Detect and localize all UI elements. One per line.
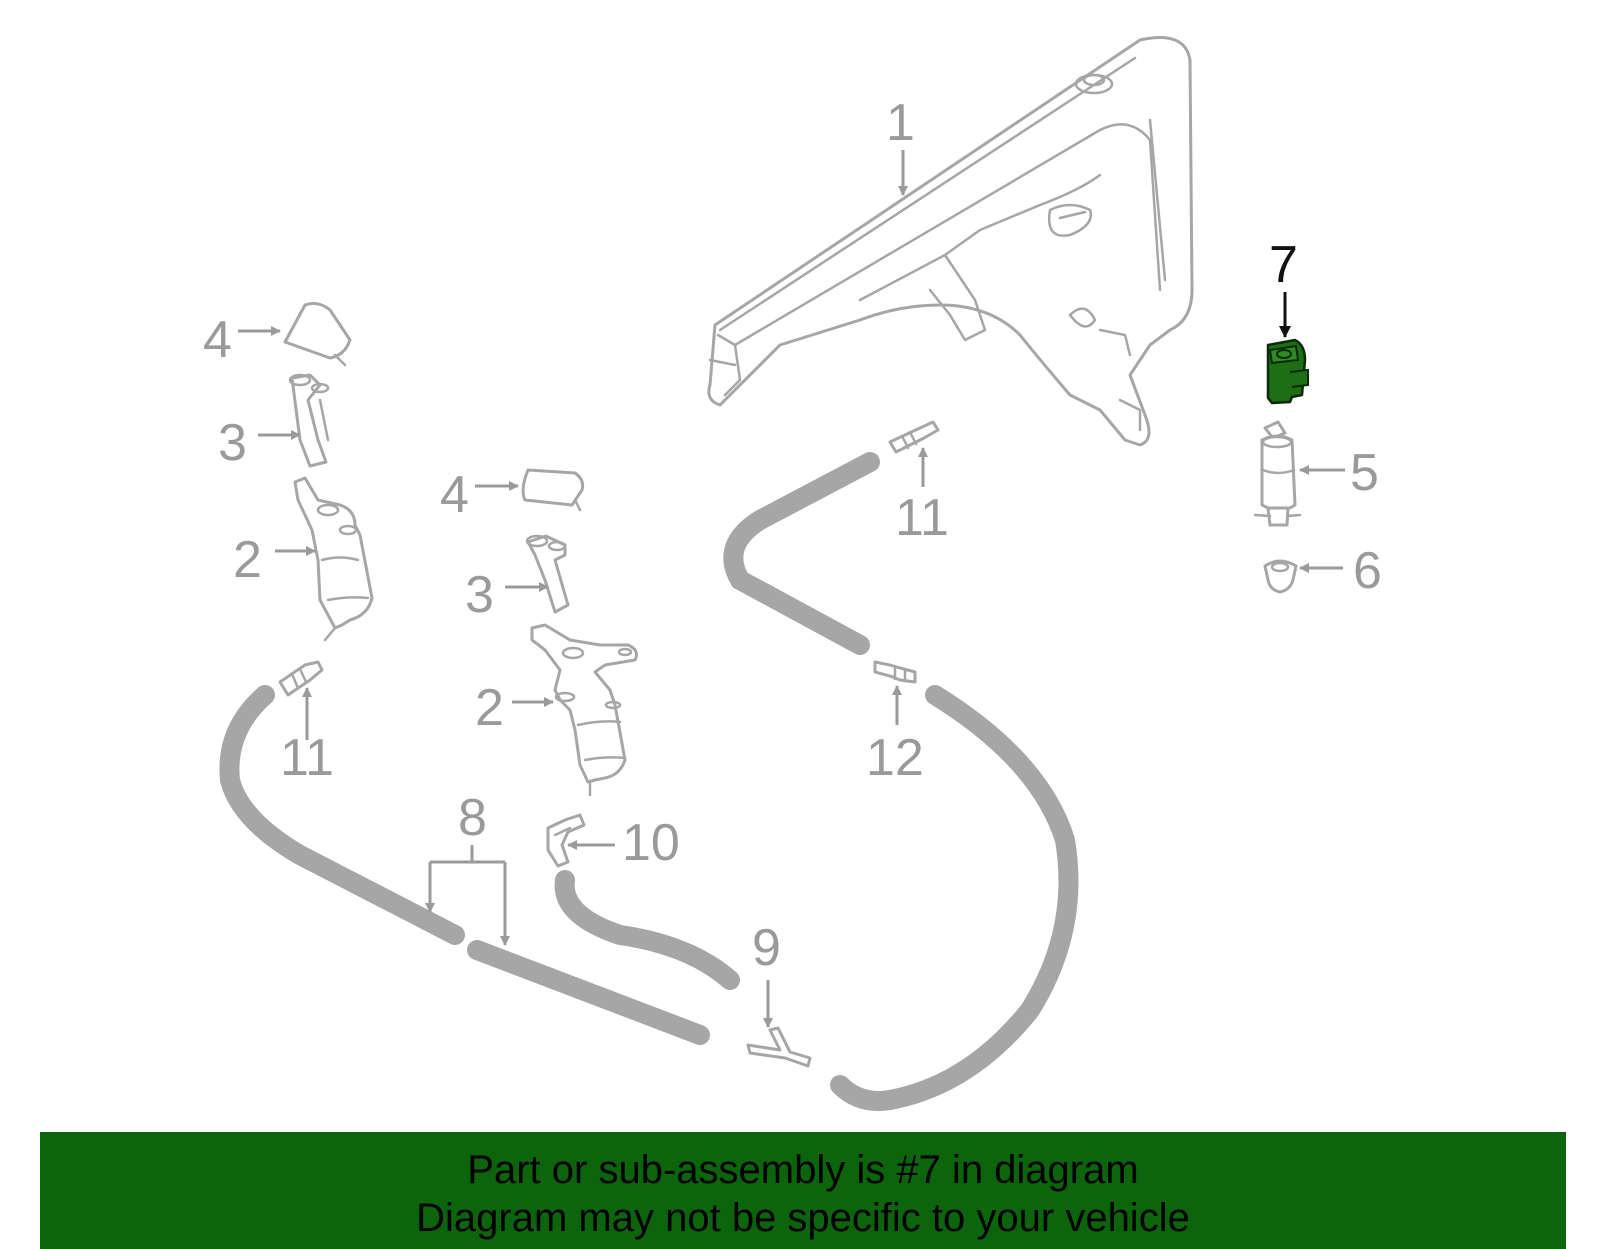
callout-12: 12 — [866, 729, 924, 787]
cover-part-4-left — [283, 301, 352, 367]
pump-part-7 — [1266, 338, 1309, 405]
callout-1: 1 — [886, 94, 915, 152]
banner-line-1: Part or sub-assembly is #7 in diagram — [467, 1148, 1139, 1192]
connector-part-12 — [873, 660, 917, 684]
callout-4-left: 4 — [203, 311, 232, 369]
callout-10: 10 — [622, 814, 680, 872]
info-banner: Part or sub-assembly is #7 in diagram Di… — [40, 1132, 1566, 1249]
callout-8: 8 — [458, 789, 487, 847]
cylinder-part-2-left — [293, 476, 374, 642]
connector-part-11-top — [888, 420, 940, 454]
connector-part-11-left — [278, 660, 324, 697]
pump-part-5 — [1253, 420, 1302, 527]
callout-2-left: 2 — [233, 531, 262, 589]
callout-11-left: 11 — [280, 729, 334, 787]
callout-4-middle: 4 — [440, 466, 469, 524]
nozzle-part-3-middle — [525, 534, 570, 614]
callout-5: 5 — [1350, 444, 1379, 502]
banner-line-2: Diagram may not be specific to your vehi… — [416, 1196, 1190, 1240]
cylinder-part-2-middle — [530, 623, 638, 797]
y-connector-part-9 — [746, 1026, 812, 1068]
grommet-part-6 — [1263, 559, 1298, 594]
cover-part-4-middle — [521, 468, 585, 512]
callout-7: 7 — [1269, 236, 1298, 294]
nozzle-part-3-left — [288, 373, 330, 468]
elbow-part-10 — [546, 813, 586, 868]
callout-6: 6 — [1353, 542, 1382, 600]
reservoir-part-1 — [707, 36, 1194, 447]
callout-11-top: 11 — [895, 489, 949, 547]
callout-3-left: 3 — [218, 414, 247, 472]
callout-3-middle: 3 — [465, 566, 494, 624]
callout-9: 9 — [752, 919, 781, 977]
callout-2-middle: 2 — [475, 679, 504, 737]
hoses — [219, 452, 1079, 1111]
